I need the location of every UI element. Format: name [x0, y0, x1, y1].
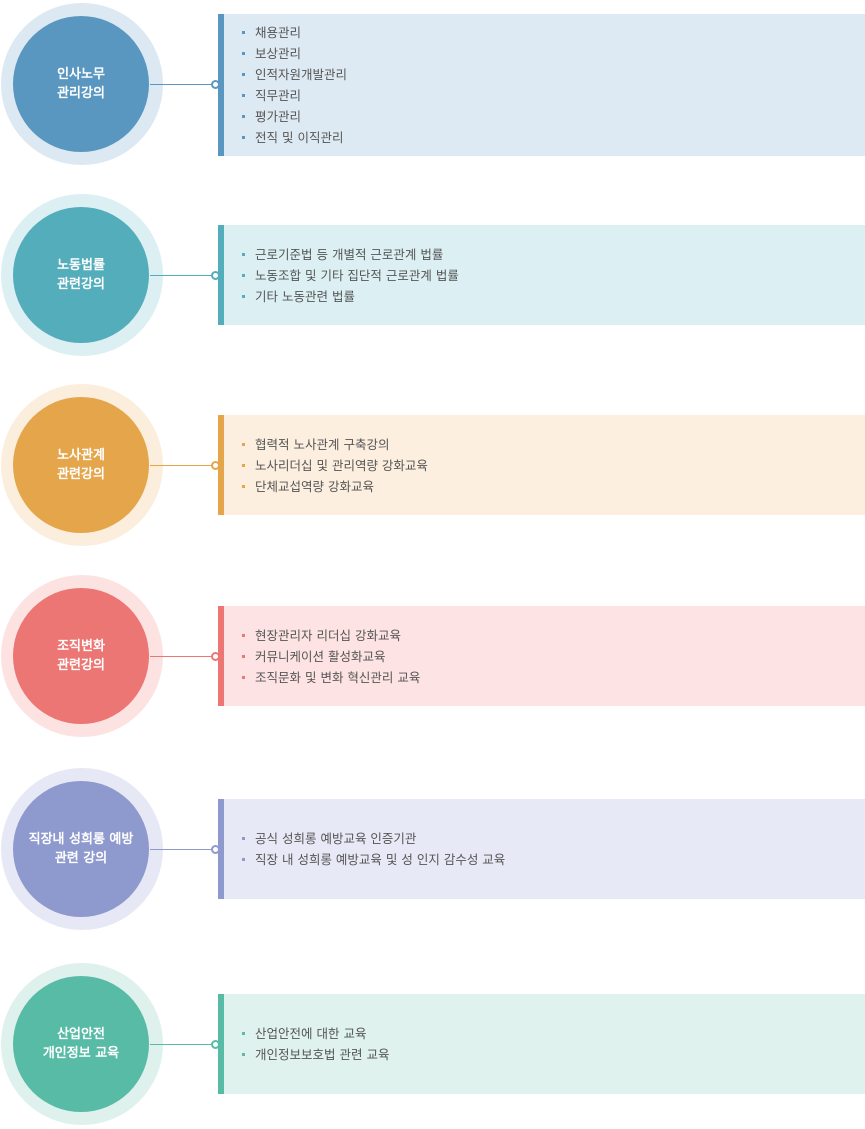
- list-item: 인적자원개발관리: [242, 64, 865, 85]
- list-item: 현장관리자 리더십 강화교육: [242, 625, 865, 646]
- category-detail-box: 공식 성희롱 예방교육 인증기관 직장 내 성희롱 예방교육 및 성 인지 감수…: [218, 799, 865, 899]
- list-item: 근로기준법 등 개별적 근로관계 법률: [242, 244, 865, 265]
- category-detail-box: 근로기준법 등 개별적 근로관계 법률 노동조합 및 기타 집단적 근로관계 법…: [218, 225, 865, 325]
- list-item: 개인정보보호법 관련 교육: [242, 1044, 865, 1065]
- category-circle: 조직변화 관련강의: [13, 588, 149, 724]
- list-item: 전직 및 이직관리: [242, 127, 865, 148]
- category-row: 인사노무 관리강의 채용관리 보상관리 인적자원개발관리 직무관리 평가관리 전…: [0, 3, 865, 165]
- list-item: 노동조합 및 기타 집단적 근로관계 법률: [242, 265, 865, 286]
- category-row: 직장내 성희롱 예방 관련 강의 공식 성희롱 예방교육 인증기관 직장 내 성…: [0, 768, 865, 930]
- category-circle: 직장내 성희롱 예방 관련 강의: [13, 781, 149, 917]
- category-item-list: 채용관리 보상관리 인적자원개발관리 직무관리 평가관리 전직 및 이직관리: [224, 22, 865, 148]
- list-item: 협력적 노사관계 구축강의: [242, 434, 865, 455]
- category-item-list: 공식 성희롱 예방교육 인증기관 직장 내 성희롱 예방교육 및 성 인지 감수…: [224, 828, 865, 870]
- connector-line: [150, 465, 216, 466]
- list-item: 평가관리: [242, 106, 865, 127]
- list-item: 노사리더십 및 관리역량 강화교육: [242, 455, 865, 476]
- category-title-line: 관리강의: [57, 86, 105, 101]
- category-item-list: 현장관리자 리더십 강화교육 커뮤니케이션 활성화교육 조직문화 및 변화 혁신…: [224, 625, 865, 688]
- category-title-line: 산업안전: [57, 1027, 105, 1042]
- list-item: 커뮤니케이션 활성화교육: [242, 646, 865, 667]
- category-detail-box: 협력적 노사관계 구축강의 노사리더십 및 관리역량 강화교육 단체교섭역량 강…: [218, 415, 865, 515]
- connector-line: [150, 275, 216, 276]
- list-item: 기타 노동관련 법률: [242, 286, 865, 307]
- list-item: 조직문화 및 변화 혁신관리 교육: [242, 667, 865, 688]
- category-circle: 노사관계 관련강의: [13, 397, 149, 533]
- category-circle: 노동법률 관련강의: [13, 207, 149, 343]
- list-item: 채용관리: [242, 22, 865, 43]
- category-item-list: 산업안전에 대한 교육 개인정보보호법 관련 교육: [224, 1023, 865, 1065]
- category-circle: 인사노무 관리강의: [13, 16, 149, 152]
- category-detail-box: 채용관리 보상관리 인적자원개발관리 직무관리 평가관리 전직 및 이직관리: [218, 14, 865, 156]
- category-title-line: 조직변화: [57, 639, 105, 654]
- connector-line: [150, 849, 216, 850]
- category-title-line: 관련 강의: [54, 851, 108, 866]
- category-row: 조직변화 관련강의 현장관리자 리더십 강화교육 커뮤니케이션 활성화교육 조직…: [0, 575, 865, 737]
- list-item: 보상관리: [242, 43, 865, 64]
- category-circle: 산업안전 개인정보 교육: [13, 976, 149, 1112]
- category-row: 노사관계 관련강의 협력적 노사관계 구축강의 노사리더십 및 관리역량 강화교…: [0, 384, 865, 546]
- category-title-line: 노동법률: [57, 258, 105, 273]
- category-title-line: 개인정보 교육: [42, 1046, 120, 1061]
- connector-line: [150, 1044, 216, 1045]
- category-title-line: 관련강의: [57, 658, 105, 673]
- list-item: 공식 성희롱 예방교육 인증기관: [242, 828, 865, 849]
- list-item: 직장 내 성희롱 예방교육 및 성 인지 감수성 교육: [242, 849, 865, 870]
- category-title-line: 관련강의: [57, 467, 105, 482]
- category-item-list: 협력적 노사관계 구축강의 노사리더십 및 관리역량 강화교육 단체교섭역량 강…: [224, 434, 865, 497]
- list-item: 산업안전에 대한 교육: [242, 1023, 865, 1044]
- category-title-line: 노사관계: [57, 448, 105, 463]
- list-item: 단체교섭역량 강화교육: [242, 476, 865, 497]
- category-detail-box: 현장관리자 리더십 강화교육 커뮤니케이션 활성화교육 조직문화 및 변화 혁신…: [218, 606, 865, 706]
- connector-line: [150, 656, 216, 657]
- category-row: 노동법률 관련강의 근로기준법 등 개별적 근로관계 법률 노동조합 및 기타 …: [0, 194, 865, 356]
- list-item: 직무관리: [242, 85, 865, 106]
- category-detail-box: 산업안전에 대한 교육 개인정보보호법 관련 교육: [218, 994, 865, 1094]
- category-title-line: 인사노무: [57, 67, 105, 82]
- category-row: 산업안전 개인정보 교육 산업안전에 대한 교육 개인정보보호법 관련 교육: [0, 963, 865, 1125]
- category-title-line: 직장내 성희롱 예방: [28, 832, 134, 847]
- connector-line: [150, 84, 216, 85]
- category-item-list: 근로기준법 등 개별적 근로관계 법률 노동조합 및 기타 집단적 근로관계 법…: [224, 244, 865, 307]
- category-title-line: 관련강의: [57, 277, 105, 292]
